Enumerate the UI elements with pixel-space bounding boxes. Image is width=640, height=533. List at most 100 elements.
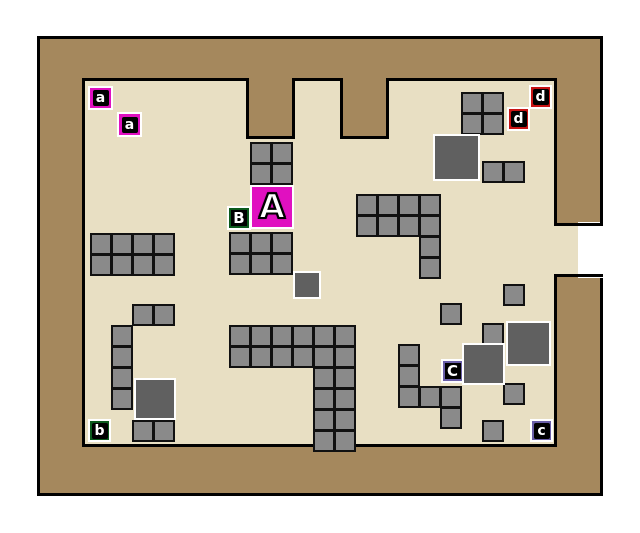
- floor-tile: [229, 325, 251, 347]
- floor-tile: [334, 430, 356, 452]
- floor-tile: [461, 92, 483, 114]
- floor-tile: [313, 367, 335, 389]
- marker-a-2: a: [117, 112, 142, 137]
- floor-tile: [356, 194, 378, 216]
- door-edge-bottom: [554, 274, 603, 277]
- floor-tile: [132, 233, 154, 255]
- floor-tile: [419, 215, 441, 237]
- floor-tile: [271, 163, 293, 185]
- floor-tile: [250, 325, 272, 347]
- floor-tile: [250, 163, 272, 185]
- floor-tile: [229, 232, 251, 254]
- marker-b: b: [88, 419, 111, 442]
- floor-tile: [153, 304, 175, 326]
- floor-tile: [271, 232, 293, 254]
- floor-tile: [334, 409, 356, 431]
- floor-tile: [313, 325, 335, 347]
- big-block-left: [134, 378, 176, 420]
- marker-label: B: [231, 210, 247, 226]
- floor-tile: [153, 254, 175, 276]
- floor-tile: [398, 386, 420, 408]
- floor-tile: [419, 194, 441, 216]
- floor-tile: [229, 346, 251, 368]
- floor-tile: [153, 420, 175, 442]
- floor-tile: [482, 161, 504, 183]
- wall-protrusion-1: [246, 78, 295, 139]
- marker-c: c: [530, 419, 553, 442]
- floor-tile: [440, 407, 462, 429]
- outer-edge-right-upper: [600, 36, 603, 226]
- floor-tile: [292, 325, 314, 347]
- floor-tile: [229, 253, 251, 275]
- marker-label: d: [532, 89, 549, 105]
- marker-d-1: d: [529, 85, 552, 109]
- marker-label: C: [444, 363, 461, 379]
- floor-tile: [111, 346, 133, 368]
- floor-tile: [377, 215, 399, 237]
- floor-tile: [313, 430, 335, 452]
- floor-tile: [482, 420, 504, 442]
- marker-label: a: [92, 90, 109, 106]
- floor-edge-right-lower: [554, 274, 557, 447]
- floor-tile: [334, 325, 356, 347]
- floor-tile: [334, 346, 356, 368]
- floor-tile: [419, 236, 441, 258]
- floor-tile: [250, 346, 272, 368]
- floor-tile: [440, 386, 462, 408]
- marker-label: c: [533, 422, 550, 439]
- floor-tile: [271, 142, 293, 164]
- big-block-top-right: [433, 134, 480, 181]
- big-block-bottom-right-1: [462, 343, 505, 385]
- floor-tile: [482, 92, 504, 114]
- floor-tile: [250, 232, 272, 254]
- marker-label: a: [121, 116, 138, 133]
- floor-tile: [482, 113, 504, 135]
- floor-tile: [271, 325, 293, 347]
- floor-tile: [398, 194, 420, 216]
- floor-tile: [111, 388, 133, 410]
- floor-tile: [398, 344, 420, 366]
- marker-d-2: d: [507, 107, 530, 131]
- floor-tile: [503, 284, 525, 306]
- big-block-center-small: [293, 271, 321, 299]
- floor-tile: [250, 142, 272, 164]
- floor-tile: [90, 254, 112, 276]
- floor-tile: [313, 409, 335, 431]
- floor-tile: [503, 161, 525, 183]
- floor-tile: [334, 388, 356, 410]
- marker-A: A: [250, 185, 294, 229]
- marker-B: B: [227, 206, 251, 230]
- floor-edge-left: [82, 78, 85, 447]
- floor-tile: [271, 346, 293, 368]
- floor-edge-top-right: [387, 78, 557, 81]
- floor-tile: [377, 194, 399, 216]
- floor-tile: [132, 304, 154, 326]
- door-gap-outside: [578, 222, 608, 278]
- marker-label: d: [510, 111, 527, 127]
- floor-tile: [334, 367, 356, 389]
- marker-label: b: [91, 422, 108, 439]
- floor-tile: [419, 257, 441, 279]
- floor-tile: [482, 323, 504, 345]
- floor-tile: [419, 386, 441, 408]
- floor-tile: [398, 365, 420, 387]
- wall-protrusion-2: [340, 78, 389, 139]
- floor-tile: [461, 113, 483, 135]
- floor-tile: [313, 388, 335, 410]
- floor-tile: [132, 420, 154, 442]
- floor-edge-right-upper: [554, 78, 557, 226]
- floor-tile: [271, 253, 293, 275]
- floor-tile: [398, 215, 420, 237]
- floor-tile: [111, 367, 133, 389]
- floor-tile: [90, 233, 112, 255]
- floor-tile: [111, 325, 133, 347]
- floor-tile: [313, 346, 335, 368]
- marker-a-1: a: [88, 86, 113, 110]
- big-block-bottom-right-2: [506, 321, 551, 366]
- floor-tile: [111, 254, 133, 276]
- floor-edge-top-left: [82, 78, 248, 81]
- door-edge-top: [554, 223, 603, 226]
- floor-tile: [356, 215, 378, 237]
- marker-label: A: [258, 187, 286, 227]
